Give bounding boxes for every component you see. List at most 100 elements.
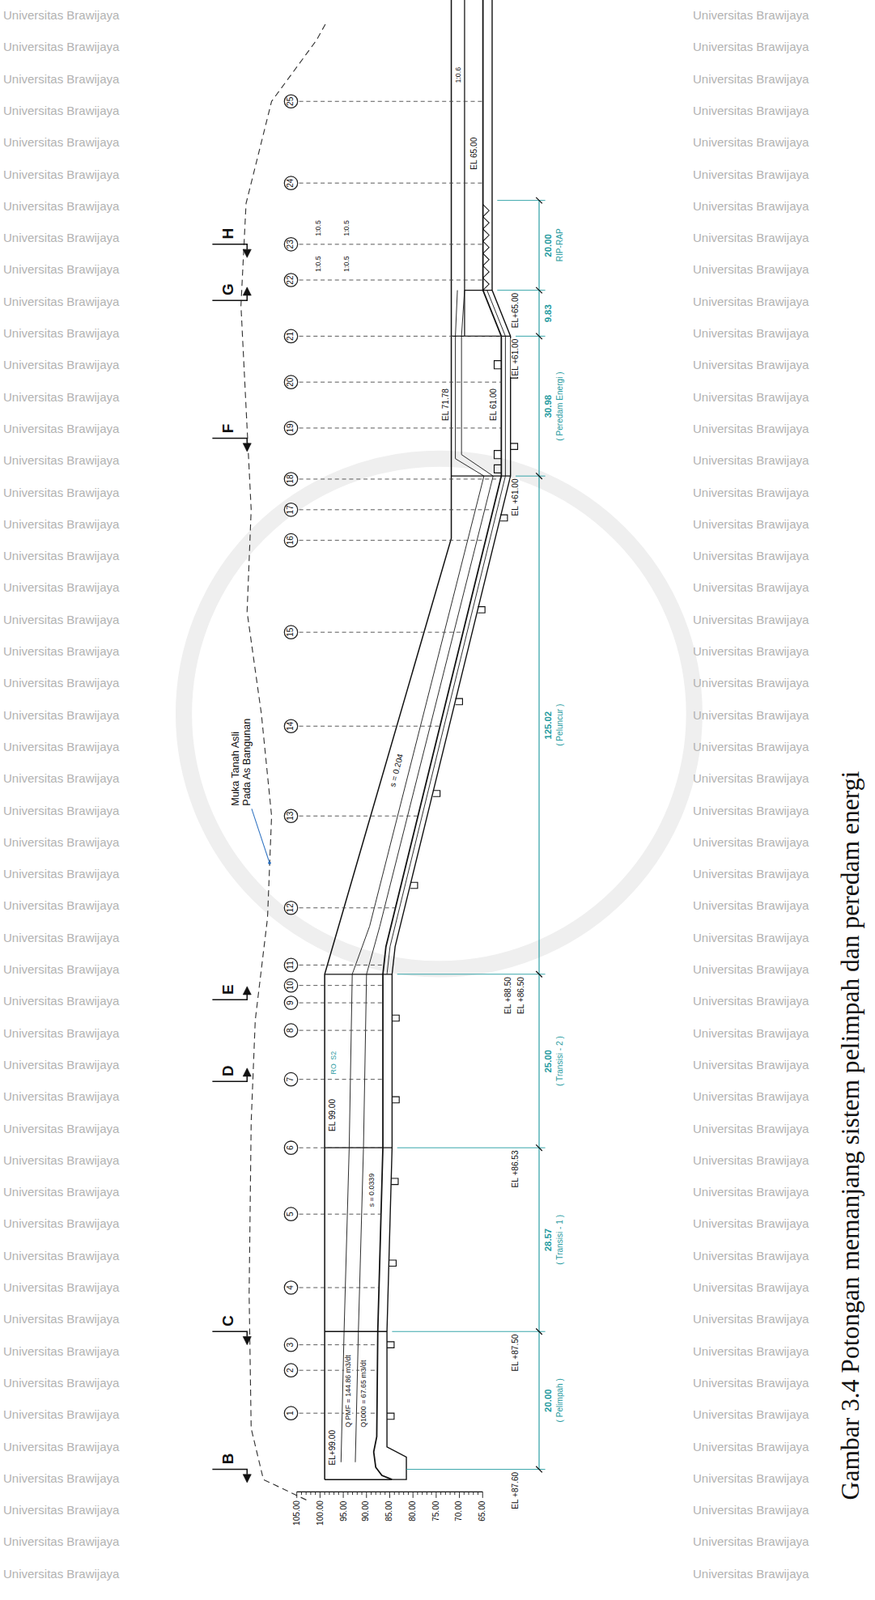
watermark-text: Universitas Brawijaya [692, 326, 809, 340]
watermark-text: Universitas Brawijaya [3, 1026, 119, 1041]
elevation-label: EL 61.00 [488, 387, 499, 423]
watermark-text: Universitas Brawijaya [692, 8, 809, 22]
section-cut [212, 244, 247, 250]
watermark-text: Universitas Brawijaya [3, 898, 119, 913]
station-number: 4 [284, 1280, 299, 1296]
watermark-text: Universitas Brawijaya [692, 612, 809, 627]
station-number: 16 [284, 533, 299, 548]
station-line [299, 815, 418, 817]
water-surface [355, 290, 493, 1463]
station-number: 6 [284, 1140, 299, 1156]
elevation-dimension: EL +86.53 [509, 1149, 520, 1189]
watermark-text: Universitas Brawijaya [692, 962, 809, 977]
watermark-text: Universitas Brawijaya [3, 739, 119, 754]
watermark-text: Universitas Brawijaya [3, 390, 119, 404]
watermark-text: Universitas Brawijaya [3, 1312, 119, 1326]
watermark-text: Universitas Brawijaya [3, 612, 119, 627]
station-line [299, 1030, 383, 1032]
watermark-text: Universitas Brawijaya [3, 39, 119, 54]
watermark-text: Universitas Brawijaya [3, 1439, 119, 1454]
cutoff-tooth [455, 698, 463, 706]
station-number: 12 [284, 900, 299, 916]
wall-top [324, 0, 451, 1480]
slab-bottom [386, 0, 511, 1480]
station-line [299, 985, 383, 986]
elevation-dimension: EL +87.50 [509, 1333, 520, 1372]
station-line [299, 335, 502, 337]
dimension-value: 20.00 [543, 233, 554, 259]
watermark-text: Universitas Brawijaya [692, 1471, 809, 1486]
station-number-text: 16 [286, 535, 295, 545]
watermark-text: Universitas Brawijaya [3, 485, 119, 500]
watermark-text: Universitas Brawijaya [3, 771, 119, 786]
station-number-text: 12 [286, 903, 295, 913]
station-number: 7 [284, 1072, 299, 1088]
watermark-text: Universitas Brawijaya [3, 421, 119, 436]
section-marker: E [217, 983, 236, 996]
upstream-face [324, 1478, 392, 1481]
elevation-label: EL 99.00 [327, 1098, 337, 1134]
watermark-text: Universitas Brawijaya [3, 517, 119, 531]
watermark-text: Universitas Brawijaya [692, 1280, 809, 1295]
watermark-text: Universitas Brawijaya [3, 230, 119, 245]
station-line [299, 280, 484, 281]
dimension-tick [535, 333, 543, 340]
section-cut [212, 1331, 247, 1337]
station-number-text: 20 [286, 378, 295, 387]
flow-label: RO [329, 1062, 338, 1076]
cutoff-tooth [390, 1178, 399, 1186]
figure-caption: Gambar 3.4 Potongan memanjang sistem pel… [835, 771, 865, 1501]
watermark-text: Universitas Brawijaya [692, 675, 809, 690]
elevation-dimension: EL +61.00 [509, 477, 520, 517]
watermark-text: Universitas Brawijaya [692, 1089, 809, 1104]
slope-label: s = 0.0339 [367, 1172, 376, 1209]
station-line [299, 726, 441, 727]
watermark-text: Universitas Brawijaya [3, 962, 119, 977]
watermark-text: Universitas Brawijaya [692, 1121, 809, 1136]
station-number-text: 24 [286, 178, 295, 188]
watermark-text: Universitas Brawijaya [3, 8, 119, 22]
watermark-text: Universitas Brawijaya [692, 580, 809, 595]
cutoff-tooth [391, 1096, 400, 1104]
ground-line [241, 21, 328, 1501]
watermark-text: Universitas Brawijaya [3, 1248, 119, 1263]
watermark-text: Universitas Brawijaya [692, 835, 809, 850]
station-number-text: 17 [286, 505, 295, 514]
watermark-text: Universitas Brawijaya [692, 1439, 809, 1454]
station-line [299, 1287, 379, 1289]
watermark-text: Universitas Brawijaya [692, 771, 809, 786]
station-number-text: 8 [286, 1027, 295, 1033]
station-number-text: 18 [286, 474, 295, 484]
watermark-text: Universitas Brawijaya [692, 357, 809, 372]
discharge-label: Q PMF = 144.86 m3/dt [344, 1354, 353, 1429]
section-arrow [242, 1474, 251, 1483]
station-number-text: 15 [286, 628, 295, 638]
riprap [483, 204, 490, 291]
section-arrow [242, 249, 251, 258]
watermark-text: Universitas Brawijaya [3, 708, 119, 723]
dimension-name: ( Pelimpah ) [555, 1377, 565, 1424]
watermark-text: Universitas Brawijaya [3, 1216, 119, 1231]
extension-line [496, 199, 545, 201]
scale-value: 90.00 [361, 1499, 372, 1523]
watermark-text: Universitas Brawijaya [692, 866, 809, 881]
watermark-text: Universitas Brawijaya [3, 993, 119, 1008]
watermark-text: Universitas Brawijaya [3, 357, 119, 372]
elevation-dimension: EL +87.60 [509, 1471, 520, 1511]
elevation-label: EL 71.78 [440, 387, 451, 423]
station-number-text: 22 [286, 275, 295, 285]
cutoff-tooth [510, 443, 519, 451]
cutoff-tooth [389, 1260, 397, 1267]
water-surface [340, 290, 485, 1463]
cutoff-tooth [433, 790, 441, 798]
station-line [299, 182, 484, 184]
watermark-text: Universitas Brawijaya [3, 135, 119, 149]
watermark-text: Universitas Brawijaya [3, 1057, 119, 1072]
elevation-label: EL+99.00 [327, 1429, 337, 1467]
scale-value: 80.00 [407, 1499, 418, 1523]
scale-value: 85.00 [385, 1499, 396, 1523]
watermark-text: Universitas Brawijaya [692, 548, 809, 563]
watermark-text: Universitas Brawijaya [3, 1185, 119, 1199]
station-line [299, 1344, 379, 1346]
section-arrow [242, 1337, 251, 1346]
